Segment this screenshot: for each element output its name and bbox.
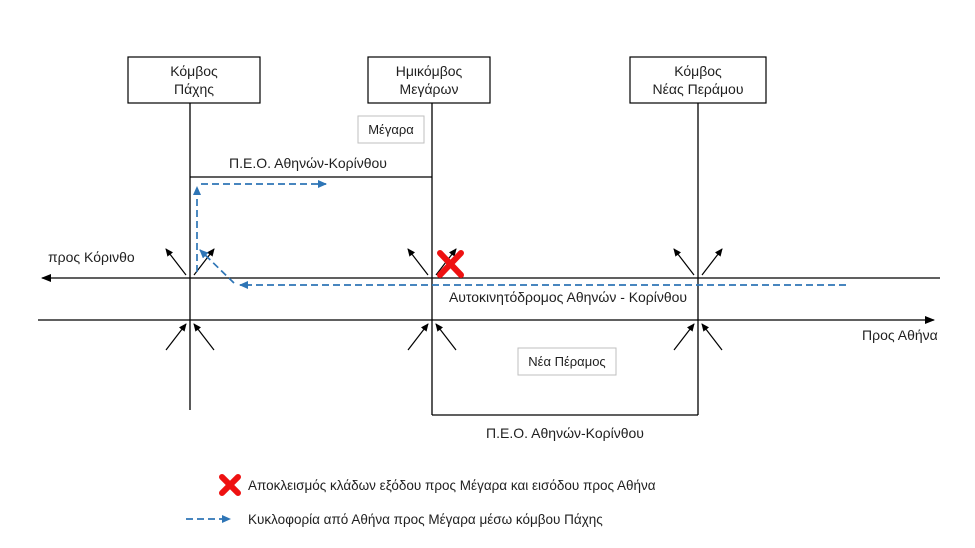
- junction-pachi-line2: Πάχης: [174, 81, 214, 97]
- junction-nea-peramos-line2: Νέας Περάμου: [653, 81, 744, 97]
- legend-closure-x-icon: [219, 474, 241, 496]
- peo-top-label: Π.Ε.Ο. Αθηνών-Κορίνθου: [229, 155, 387, 171]
- ramp-arrow: [165, 323, 187, 351]
- megara-ramps: [407, 248, 457, 351]
- ramp-arrow: [673, 248, 695, 276]
- motorway-label: Αυτοκινητόδρομος Αθηνών - Κορίνθου: [449, 289, 687, 305]
- direction-korinthos-label: προς Κόρινθο: [48, 249, 135, 265]
- ramp-arrow: [165, 248, 187, 276]
- town-megara-label: Μέγαρα: [368, 122, 414, 137]
- legend-detour-label: Κυκλοφορία από Αθήνα προς Μέγαρα μέσω κό…: [248, 512, 603, 527]
- town-box-megara: Μέγαρα: [357, 115, 425, 144]
- detour-segment-ramp: [199, 249, 235, 284]
- closure-x-icon: [437, 250, 464, 278]
- junction-pachi-line1: Κόμβος: [170, 63, 218, 79]
- town-box-megara-frame: [357, 115, 425, 144]
- town-nea-peramos-label: Νέα Πέραμος: [528, 354, 605, 369]
- closure-x-stroke: [437, 250, 464, 278]
- ramp-arrow: [407, 323, 429, 351]
- ramp-arrow: [701, 248, 723, 276]
- junction-box-pachi: Κόμβος Πάχης: [127, 56, 261, 104]
- junction-megara-line2: Μεγάρων: [400, 81, 459, 97]
- detour-route: [193, 180, 846, 289]
- ramp-arrow: [193, 323, 215, 351]
- ramp-arrow: [673, 323, 695, 351]
- direction-athens-label: Προς Αθήνα: [862, 327, 938, 343]
- pachi-ramps: [165, 248, 215, 351]
- junction-box-nea-peramos: Κόμβος Νέας Περάμου: [629, 56, 767, 104]
- legend-x-stroke: [219, 474, 241, 496]
- junction-box-pachi-frame: [127, 56, 261, 104]
- nea-peramos-ramps: [673, 248, 723, 351]
- ramp-arrow: [407, 248, 429, 276]
- legend-closure-label: Αποκλεισμός κλάδων εξόδου προς Μέγαρα κα…: [248, 478, 656, 493]
- junction-megara-line1: Ημικόμβος: [396, 63, 463, 79]
- town-box-nea-peramos: Νέα Πέραμος: [517, 347, 617, 376]
- junction-box-nea-peramos-frame: [629, 56, 767, 104]
- peo-bottom-label: Π.Ε.Ο. Αθηνών-Κορίνθου: [486, 425, 644, 441]
- ramp-arrow: [701, 323, 723, 351]
- ramp-arrow: [435, 323, 457, 351]
- junction-box-megara-frame: [367, 56, 491, 104]
- town-box-nea-peramos-frame: [517, 347, 617, 376]
- legend: Αποκλεισμός κλάδων εξόδου προς Μέγαρα κα…: [186, 474, 656, 527]
- junction-nea-peramos-line1: Κόμβος: [674, 63, 722, 79]
- junction-box-megara: Ημικόμβος Μεγάρων: [367, 56, 491, 104]
